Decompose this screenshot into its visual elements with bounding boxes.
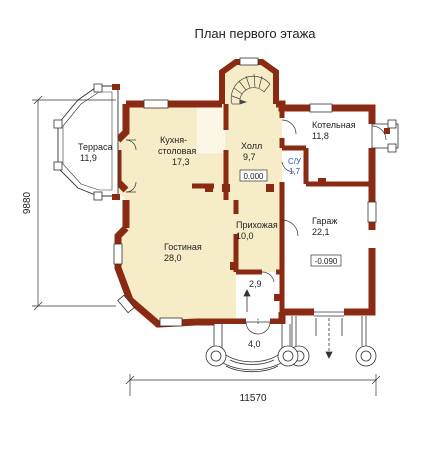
boiler-name: Котельная: [312, 120, 356, 130]
interior-walls: [192, 104, 372, 312]
vestibule-area: 2,9: [249, 279, 262, 289]
hall-name: Холл: [241, 141, 262, 151]
front-porch: [205, 324, 299, 373]
windows: [113, 57, 377, 327]
living-name: Гостиная: [164, 242, 202, 252]
wc-area: 1,7: [289, 167, 301, 176]
terrace-doors: [125, 139, 137, 193]
entry-door: [245, 318, 271, 335]
plan-title: План первого этажа: [194, 26, 316, 41]
porch-area: 4,0: [248, 339, 261, 349]
terrace-name: Терраса: [78, 142, 113, 152]
level-main: 0.000: [243, 172, 264, 181]
columns: [205, 178, 326, 301]
garage-name: Гараж: [312, 216, 337, 226]
terrace: [53, 83, 120, 201]
boiler-area: 11,8: [312, 131, 329, 141]
hall-area: 9,7: [243, 152, 256, 162]
vestibule-steps: [243, 289, 251, 312]
stair-tower-floor: [222, 62, 276, 104]
dimension-width: 11570: [239, 393, 267, 404]
kitchen-tile-area: [195, 103, 227, 155]
kitchen-name-line2: столовая: [158, 146, 196, 156]
level-garage-box: [310, 254, 342, 267]
garage-gate: [288, 311, 377, 367]
living-area: 28,0: [164, 253, 182, 263]
living-zone-floor: [118, 104, 282, 324]
level-garage: -0.090: [315, 257, 338, 266]
wc-name: С/У: [288, 157, 302, 166]
level-main-box: [239, 169, 268, 182]
boiler-exit: [371, 119, 399, 153]
interior-doors: [261, 119, 299, 283]
garage-area: 22,1: [312, 227, 330, 237]
spiral-staircase: [230, 73, 271, 105]
garage-floor: [282, 184, 372, 308]
dimension-lines: [32, 95, 381, 396]
kitchen-name-line1: Кухня-: [160, 135, 187, 145]
terrace-area: 11,9: [80, 153, 97, 163]
dimension-height: 9880: [22, 191, 33, 214]
hallway-name: Прихожая: [236, 220, 278, 230]
kitchen-area: 17,3: [172, 157, 190, 167]
hallway-area: 10,0: [236, 231, 254, 241]
